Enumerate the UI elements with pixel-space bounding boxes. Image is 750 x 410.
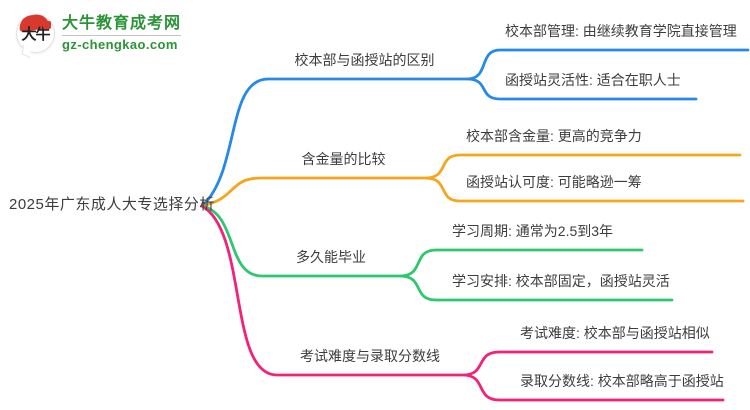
branch-1-label: 校本部与函授站的区别 [294,52,435,68]
branch-3-line [200,204,674,302]
leaf-2-1-label: 校本部含金量: 更高的竞争力 [466,128,642,144]
branch-4-line [200,204,725,402]
leaf-2-2-label: 函授站认可度: 可能略逊一筹 [466,174,642,190]
branch-2-line [200,153,745,208]
daniu-logo-icon: 大牛 [16,13,55,59]
root-node-label: 2025年广东成人大专选择分析 [9,196,215,213]
logo-site-domain: gz-chengkao.com [62,35,182,53]
leaf-4-2-label: 录取分数线: 校本部略高于函授站 [520,373,724,389]
logo-site-name: 大牛教育成考网 [62,15,182,32]
leaf-4-1-label: 考试难度: 校本部与函授站相似 [520,325,710,341]
leaf-3-1-label: 学习周期: 通常为2.5到3年 [452,223,614,239]
branch-3-label: 多久能毕业 [296,249,366,265]
branch-1-line [200,48,750,208]
leaf-3-2-label: 学习安排: 校本部固定，函授站灵活 [452,273,670,289]
leaf-1-2-label: 函授站灵活性: 适合在职人士 [505,72,681,88]
branch-2-label: 含金量的比较 [301,151,386,167]
logo-icon-text: 大牛 [21,26,50,43]
branch-4-label: 考试难度与录取分数线 [300,348,440,364]
site-logo: 大牛 大牛教育成考网 gz-chengkao.com [16,13,182,59]
leaf-1-1-label: 校本部管理: 由继续教育学院直接管理 [505,23,737,39]
logo-red-seal [43,21,51,29]
